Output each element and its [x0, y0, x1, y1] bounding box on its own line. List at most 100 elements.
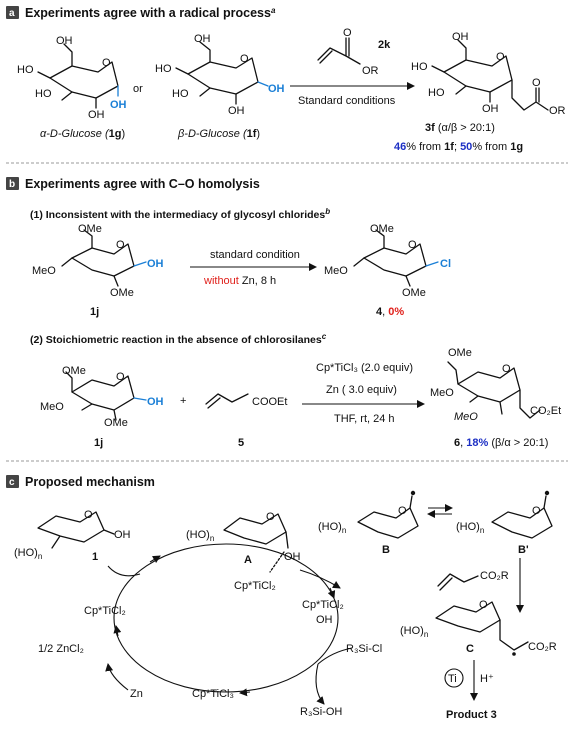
sm2-label: 1j — [94, 437, 103, 449]
cl4-ome-top: OMe — [370, 223, 394, 235]
product-or: OR — [549, 105, 566, 117]
product-ho-left2: HO — [428, 87, 445, 99]
p6-meo-left: MeO — [430, 387, 454, 399]
beta-ho-left: HO — [155, 63, 172, 75]
cycle-ticl3: Cp*TiCl₃ — [192, 688, 234, 700]
mechC-o: O — [479, 599, 488, 611]
mech-acrylate — [437, 573, 479, 587]
reagent-2k-label: 2k — [378, 39, 391, 51]
mechC-label: C — [466, 643, 474, 655]
sm2-ome-bottom: OMe — [104, 417, 128, 429]
sm-1j-structure-2: OMe MeO O OMe OH — [40, 365, 164, 429]
or-text: or — [133, 83, 143, 95]
zncl2-text: 1/2 ZnCl₂ — [38, 643, 84, 655]
cl4-meo-left: MeO — [324, 265, 348, 277]
panel-a-badge-letter: a — [9, 8, 15, 19]
mech-compound-1: O OH (HO)n 1 — [14, 509, 131, 563]
sm-1j-structure: OMe MeO O OMe OH — [32, 223, 164, 299]
panel-c-title: Proposed mechanism — [25, 475, 155, 489]
p6-meo-bottom: MeO — [454, 411, 478, 423]
hplus-text: H⁺ — [480, 673, 494, 685]
mechBp-o: O — [532, 505, 541, 517]
ti-text: Ti — [448, 673, 457, 685]
panel-b-badge — [6, 177, 19, 190]
sm1-meo-left: MeO — [32, 265, 56, 277]
beta-anomeric-oh: OH — [268, 83, 285, 95]
alpha-oh-top: OH — [56, 35, 73, 47]
sm1-ome-bottom: OMe — [110, 287, 134, 299]
cl4-cl: Cl — [440, 258, 451, 270]
side-arrow-zn — [105, 663, 129, 691]
plus-sign: + — [180, 395, 186, 407]
panel-a-title: Experiments agree with a radical process… — [25, 6, 276, 20]
product-ring-o: O — [496, 51, 505, 63]
side-arrow-silanol — [315, 663, 325, 705]
panel-b1-cond-bottom: without Zn, 8 h — [203, 275, 276, 287]
panel-a-conditions: Standard conditions — [298, 95, 396, 107]
ti-circle — [444, 668, 464, 688]
r3sicl-text: R₃Si-Cl — [346, 643, 382, 655]
r3sioh-text: R₃Si-OH — [300, 706, 342, 718]
yields-line: 46% from 1f; 50% from 1g — [394, 141, 523, 153]
mech1-hon: (HO)n — [14, 547, 42, 561]
sm2-ome-top: OMe — [62, 365, 86, 377]
mech-compound-A: O OH (HO)n A Cp*TiCl₂ — [186, 511, 301, 592]
panel-b-badge-letter: b — [9, 179, 15, 190]
mech1-label: 1 — [92, 551, 98, 563]
side-arrow-silane — [317, 647, 353, 665]
p6-ome-top: OMe — [448, 347, 472, 359]
mechB-label: B — [382, 544, 390, 556]
beta-glucose-structure: OH HO HO O OH OH — [155, 33, 285, 117]
panel-b1-cond-top: standard condition — [210, 249, 300, 261]
panel-b2-cond-2: Zn ( 3.0 equiv) — [326, 384, 397, 396]
cl4-ome-bottom: OMe — [402, 287, 426, 299]
acrylate-o: O — [343, 27, 352, 39]
sm2-anomeric-oh: OH — [147, 396, 164, 408]
panel-a: a Experiments agree with a radical proce… — [6, 6, 566, 153]
beta-oh-top: OH — [194, 33, 211, 45]
mech1-oh: OH — [114, 529, 131, 541]
product-3-text: Product 3 — [446, 709, 497, 721]
cycle-arrow-bottom — [239, 688, 251, 697]
sm2-ring-o: O — [116, 371, 125, 383]
side-arrow-A-out — [299, 569, 341, 589]
cycle-ticl2: Cp*TiCl₂ — [84, 605, 126, 617]
panel-b2-cond-1: Cp*TiCl₃ (2.0 equiv) — [316, 362, 413, 374]
panel-b: b Experiments agree with C–O homolysis (… — [6, 177, 561, 449]
product-ho-left: HO — [411, 61, 428, 73]
panel-c-badge — [6, 475, 19, 488]
mechC-hon: (HO)n — [400, 625, 428, 639]
product-oh-top: OH — [452, 31, 469, 43]
mechBp-label: B' — [518, 544, 529, 556]
mechB-o: O — [398, 505, 407, 517]
cycle-arrow-left — [113, 625, 122, 637]
beta-ring-o: O — [240, 53, 249, 65]
panel-b-title: Experiments agree with C–O homolysis — [25, 177, 260, 191]
cl4-ring-o: O — [408, 239, 417, 251]
product-carbonyl-o: O — [532, 77, 541, 89]
mechA-o: O — [266, 511, 275, 523]
panel-a-badge — [6, 6, 19, 19]
zn-text: Zn — [130, 688, 143, 700]
mechB-hon: (HO)n — [318, 521, 346, 535]
sm1-anomeric-oh: OH — [147, 258, 164, 270]
sm1-label: 1j — [90, 306, 99, 318]
mech-acrylate-co2r: CO₂R — [480, 570, 509, 582]
alpha-ho-left2: HO — [35, 88, 52, 100]
acrylate-5-structure: COOEt — [205, 393, 287, 409]
product-6-structure: OMe MeO O MeO CO₂Et — [430, 347, 561, 423]
cycle-arrow-top-left — [149, 555, 161, 564]
product-oh-bottom: OH — [482, 103, 499, 115]
mech-compound-C: O (HO)n CO₂R C — [400, 599, 557, 656]
panel-b-sub1: (1) Inconsistent with the intermediacy o… — [30, 207, 330, 221]
cycle-arrow-right — [327, 587, 336, 599]
product-6-label: 6, 18% (β/α > 20:1) — [454, 437, 548, 449]
chloride-4-structure: OMe MeO O OMe Cl — [324, 223, 451, 299]
alpha-glucose-label: α-D-Glucose (1g) — [40, 128, 125, 140]
alpha-anomeric-oh: OH — [110, 99, 127, 111]
mech-compound-Bprime: O (HO)n B' — [456, 490, 553, 556]
acrylate-cooet: COOEt — [252, 396, 287, 408]
product-3f-structure: OH HO HO O OH O OR — [411, 31, 566, 117]
sm2-meo-left: MeO — [40, 401, 64, 413]
